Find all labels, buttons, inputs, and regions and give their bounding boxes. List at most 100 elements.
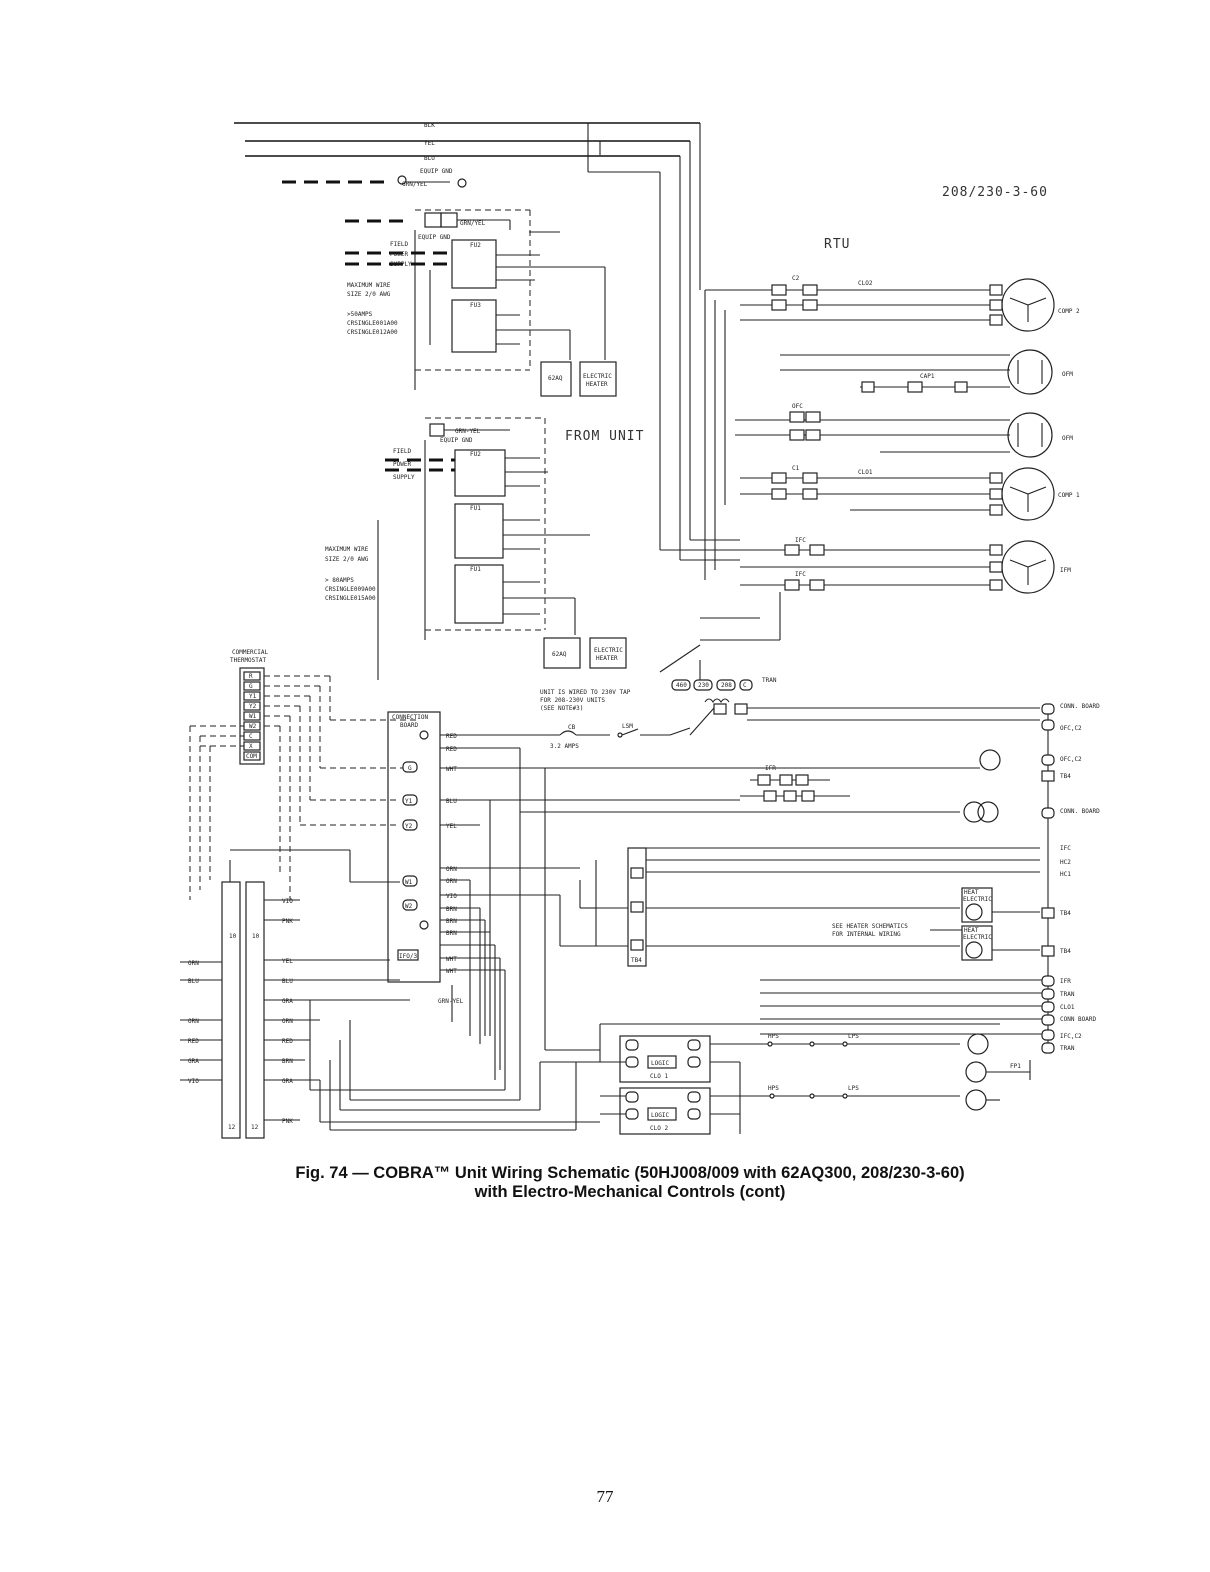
tstat-y1: Y1 [249,693,257,700]
pressure-switch-chain [739,1033,1031,1134]
clo1-label: CLO1 [858,469,873,476]
strip-num-10b: 10 [252,933,260,940]
rt-hc1: HC1 [1060,871,1071,878]
c1-label: C1 [792,465,800,472]
incoming-power-lines [234,122,701,560]
switch-62aq-1: 62AQ [548,375,563,382]
rt-conn-board-3: CONN BOARD [1060,1016,1097,1023]
ofm-top-motor [1007,349,1053,395]
strip-wire-yel: YEL [282,958,293,965]
lps-2: LPS [848,1085,859,1092]
cb-wire-brn-2: BRN [446,918,457,925]
tstat-w1: W1 [249,713,257,720]
cb-rating: 3.2 AMPS [550,743,579,750]
line-label-yel: YEL [424,140,435,147]
ext-wire-orn: ORN [188,960,199,967]
switch-62aq-2: 62AQ [552,651,567,658]
tstat-x: X [249,743,253,750]
right-terminal-column [760,703,1055,1054]
contactor-ifc [784,544,825,591]
ifc-label-b: IFC [795,571,806,578]
max-wire-2a: MAXIMUM WIRE [325,546,369,553]
ifr-label: IFR [765,765,776,772]
fu1-label-b: FU1 [470,566,481,573]
strip-num-10: 10 [229,933,237,940]
tb4-left-label: TB4 [631,957,642,964]
tap-c: C [743,682,747,689]
transformer [659,644,1040,721]
tran-note-2: FOR 208-230V UNITS [540,697,605,704]
clo1-block-label: CLO 1 [650,1073,668,1080]
lsm-label: LSM [622,723,633,730]
tap-230: 230 [698,682,709,689]
clo-2-block [600,1087,760,1135]
max-wire-1a: MAXIMUM WIRE [347,282,391,289]
fu2-label-2: FU2 [470,451,481,458]
comp2-motor [989,278,1055,332]
power-section-2 [377,417,627,680]
cb-wire-wht: WHT [446,766,457,773]
rt-ofc-c2-2: OFC,C2 [1060,756,1082,763]
equip-gnd-2: EQUIP GND [440,437,473,444]
caption-line-2: with Electro-Mechanical Controls (cont) [474,1183,786,1201]
cb-wire-orn-2: ORN [446,878,457,885]
cb-wire-orn-1: ORN [446,866,457,873]
compressor-bus [660,289,1010,641]
tap-208: 208 [721,682,732,689]
figure-caption: Fig. 74 — COBRA™ Unit Wiring Schematic (… [240,1164,1020,1202]
power-1: POWER [390,251,408,258]
strip-num-12b: 12 [251,1124,259,1131]
strip-wire-vio: VIO [282,898,293,905]
cb-ground: GRN-YEL [438,998,464,1005]
hps-1: HPS [768,1033,779,1040]
cb-term-w1: W1 [405,879,413,886]
heater-2b: HEATER [596,655,618,662]
ext-wire-blu: BLU [188,978,199,985]
fu2-label: FU2 [470,242,481,249]
power-section-1 [345,209,617,397]
left-terminal-strip [180,748,600,1139]
ifm-motor [989,540,1055,594]
c2-label: C2 [792,275,800,282]
strip-wire-orn: ORN [282,1018,293,1025]
equip-gnd-top: EQUIP GND [420,168,453,175]
strip-wire-pnk-2: PNK [282,1118,293,1125]
from-unit-label: FROM UNIT [565,429,644,444]
rt-tb4-1: TB4 [1060,773,1071,780]
cb-wire-wht-3: WHT [446,968,457,975]
relay-ofc [789,411,821,441]
ext-wire-vio: VIO [188,1078,199,1085]
cb-term-y1: Y1 [405,798,413,805]
tstat-c: C [249,733,253,740]
max-wire-2b: SIZE 2/0 AWG [325,556,369,563]
heater-1b: HEATER [586,381,608,388]
tstat-w2: W2 [249,723,257,730]
ofm-mid-motor [1007,412,1053,458]
clo2-block-label: CLO 2 [650,1125,668,1132]
heat-relay-2b: ELECTRIC [963,934,992,941]
tstat-com: COM [246,753,257,760]
cb-wire-blu: BLU [446,798,457,805]
rt-ifr: IFR [1060,978,1071,985]
clo2-label: CLO2 [858,280,873,287]
thermostat-title-1: COMMERCIAL [232,649,269,656]
cb-wire-red-1: RED [446,733,457,740]
center-wire-trunks [469,768,1000,1080]
ifc-label-a: IFC [795,537,806,544]
tstat-y2: Y2 [249,703,257,710]
amps-note-1a: >50AMPS [347,311,373,318]
rt-conn-board-2: CONN. BOARD [1060,808,1100,815]
heat-relay-2a: HEAT [964,927,979,934]
fu3-label: FU3 [470,302,481,309]
lps-1: LPS [848,1033,859,1040]
commercial-thermostat [189,667,420,900]
comp1-label: COMP 1 [1058,492,1080,499]
tran-note-1: UNIT IS WIRED TO 230V TAP [540,689,631,696]
strip-wire-gra-2: GRA [282,1078,293,1085]
strip-wire-pnk: PNK [282,918,293,925]
heater-2a: ELECTRIC [594,647,623,654]
tb4-block [595,847,1040,967]
supply-2: SUPPLY [393,474,415,481]
cb-wire-brn-3: BRN [446,930,457,937]
